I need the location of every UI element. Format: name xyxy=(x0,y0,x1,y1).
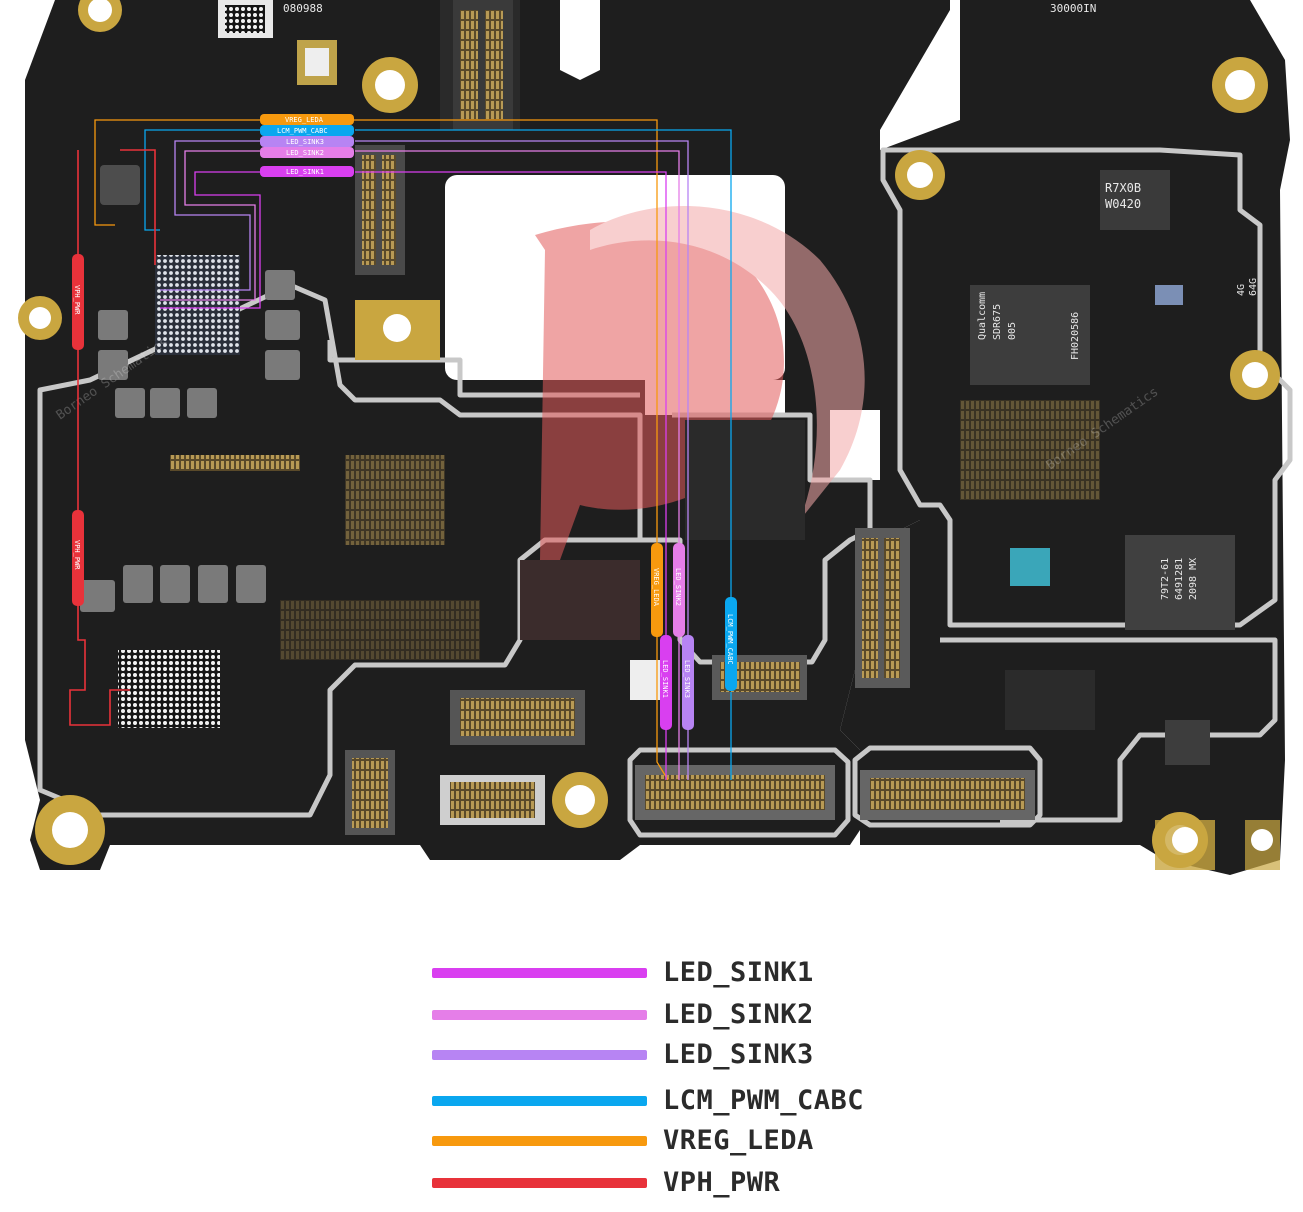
bottom-tag-vreg-leda: VREG_LEDA xyxy=(652,568,660,607)
silk-qualcomm-brand: Qualcomm xyxy=(977,292,988,340)
trace-led-sink3 xyxy=(160,140,689,780)
trace-vreg-leda xyxy=(94,119,669,781)
legend-swatch-vph-pwr xyxy=(432,1178,647,1188)
left-tag-vph-pwr-1: VPH_PWR xyxy=(73,285,81,315)
left-tag-group: VPH_PWR VPH_PWR xyxy=(72,254,84,606)
top-tag-vreg-leda: VREG_LEDA xyxy=(285,116,324,124)
legend-label-lcm-pwm-cabc: LCM_PWM_CABC xyxy=(663,1085,865,1116)
legend-label-led-sink3: LED_SINK3 xyxy=(663,1039,814,1070)
legend-label-led-sink2: LED_SINK2 xyxy=(663,999,814,1030)
silk-mem-size-2: 64G xyxy=(1248,278,1259,296)
legend-swatch-lcm-pwm-cabc xyxy=(432,1096,647,1106)
silk-mem-size-1: 4G xyxy=(1236,284,1247,296)
silk-emmc-code-3: 2098 MX xyxy=(1188,558,1199,600)
legend-swatch-led-sink1 xyxy=(432,968,647,978)
trace-led-sink2 xyxy=(160,150,680,780)
silk-qualcomm-code: FH020586 xyxy=(1070,312,1081,360)
shield-frame xyxy=(37,147,1293,838)
top-tag-led-sink1: LED_SINK1 xyxy=(286,168,324,176)
legend-row-vreg-leda: VREG_LEDA xyxy=(432,1123,952,1157)
bottom-tag-led-sink1: LED_SINK1 xyxy=(661,660,669,698)
bottom-tag-led-sink2: LED_SINK2 xyxy=(674,568,682,606)
legend-row-vph-pwr: VPH_PWR xyxy=(432,1165,952,1199)
bottom-tag-led-sink3: LED_SINK3 xyxy=(683,660,691,698)
top-tag-led-sink2: LED_SINK2 xyxy=(286,149,324,157)
legend-row-led-sink2: LED_SINK2 xyxy=(432,997,952,1031)
silk-chip-w0420: W0420 xyxy=(1105,197,1141,211)
bottom-tag-lcm-pwm-cabc: LCM_PWM_CABC xyxy=(726,614,734,665)
legend-row-lcm-pwm-cabc: LCM_PWM_CABC xyxy=(432,1083,952,1117)
legend-row-led-sink3: LED_SINK3 xyxy=(432,1037,952,1071)
legend-swatch-led-sink3 xyxy=(432,1050,647,1060)
silk-top-right-code: 30000IN xyxy=(1050,2,1096,15)
silk-chip-r7x: R7X0B xyxy=(1105,181,1141,195)
pcb-board-diagram: 080988 30000IN R7X0B W0420 Qualcomm SDR6… xyxy=(18,0,1293,875)
legend-label-led-sink1: LED_SINK1 xyxy=(663,957,814,988)
silk-emmc-code-2: 6491281 xyxy=(1174,558,1185,600)
bottom-tag-group: VREG_LEDA LED_SINK2 LCM_PWM_CABC LED_SIN… xyxy=(651,543,737,730)
trace-lcm-pwm-cabc xyxy=(144,129,732,780)
top-tag-stack: VREG_LEDA LCM_PWM_CABC LED_SINK3 LED_SIN… xyxy=(260,114,354,177)
trace-vph-pwr xyxy=(69,149,156,726)
legend-swatch-led-sink2 xyxy=(432,1010,647,1020)
silk-qualcomm-rev: 005 xyxy=(1007,322,1018,340)
trace-led-sink1 xyxy=(160,171,667,780)
left-tag-vph-pwr-2: VPH_PWR xyxy=(73,540,81,570)
signal-traces xyxy=(69,119,732,781)
legend-swatch-vreg-leda xyxy=(432,1136,647,1146)
components xyxy=(80,0,1235,835)
silk-top-left-code: 080988 xyxy=(283,2,323,15)
silk-qualcomm-model: SDR675 xyxy=(992,304,1003,340)
mounting-holes xyxy=(18,0,1280,870)
top-tag-led-sink3: LED_SINK3 xyxy=(286,138,324,146)
legend-label-vph-pwr: VPH_PWR xyxy=(663,1167,781,1198)
top-tag-lcm-pwm-cabc: LCM_PWM_CABC xyxy=(277,127,328,135)
legend-label-vreg-leda: VREG_LEDA xyxy=(663,1125,814,1156)
legend-row-led-sink1: LED_SINK1 xyxy=(432,955,952,989)
silk-emmc-code-1: 79T2-61 xyxy=(1160,558,1171,600)
